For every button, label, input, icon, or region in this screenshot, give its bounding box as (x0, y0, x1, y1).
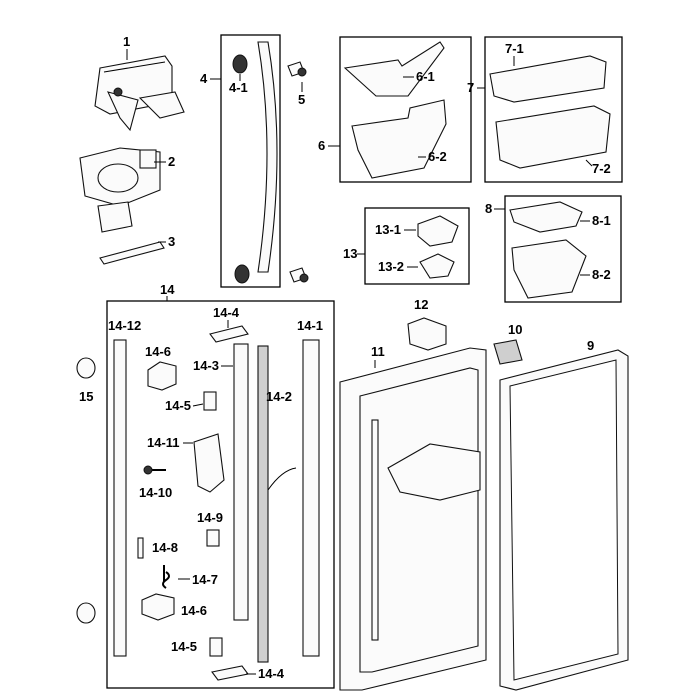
label-7-2: 7-2 (592, 161, 611, 176)
label-13-2: 13-2 (378, 259, 404, 274)
part-1-housing (94, 55, 185, 132)
part-14-9-clip (206, 529, 220, 547)
label-14: 14 (160, 282, 175, 297)
part-4-box (220, 34, 281, 288)
part-5-screw-top (287, 61, 307, 77)
part-14-4-cap-top (209, 325, 249, 343)
part-14-4-cap-bottom (211, 665, 249, 681)
label-7: 7 (467, 80, 474, 95)
label-8-2: 8-2 (592, 267, 611, 282)
part-5-screw-bottom (289, 267, 309, 283)
label-13-1: 13-1 (375, 222, 401, 237)
label-8-1: 8-1 (592, 213, 611, 228)
label-10: 10 (508, 322, 522, 337)
label-8: 8 (485, 201, 492, 216)
label-13: 13 (343, 246, 357, 261)
part-14-7-spring (162, 565, 170, 589)
label-14-6b: 14-6 (181, 603, 207, 618)
part-15-ring-top (76, 357, 96, 379)
label-5: 5 (298, 92, 305, 107)
label-12: 12 (414, 297, 428, 312)
label-6-2: 6-2 (428, 149, 447, 164)
label-14-3: 14-3 (193, 358, 219, 373)
label-14-10: 14-10 (139, 485, 172, 500)
label-14-2: 14-2 (266, 389, 292, 404)
part-7-1-tray (489, 55, 607, 103)
label-4-1: 4-1 (229, 80, 248, 95)
part-14-6-hinge-top (147, 361, 177, 391)
part-14-8-pin (137, 537, 144, 559)
label-1: 1 (123, 34, 130, 49)
label-14-6a: 14-6 (145, 344, 171, 359)
part-14-12-strip (113, 339, 127, 657)
part-3-strip (99, 241, 165, 265)
label-14-4b: 14-4 (258, 666, 285, 681)
part-13-box (364, 207, 470, 285)
part-2-ice-maker (79, 147, 161, 233)
label-14-5b: 14-5 (171, 639, 197, 654)
part-13-2-cap (419, 253, 455, 279)
part-4-handle (257, 41, 278, 273)
label-14-4a: 14-4 (213, 305, 240, 320)
label-3: 3 (168, 234, 175, 249)
label-11: 11 (371, 344, 385, 359)
part-14-5-clip-top (203, 391, 217, 411)
part-8-box (504, 195, 622, 303)
label-15: 15 (79, 389, 93, 404)
part-14-3-strip (233, 343, 249, 621)
part-14-2-heater (257, 345, 269, 663)
label-7-1: 7-1 (505, 41, 524, 56)
part-14-6-hinge-bottom (141, 593, 175, 621)
part-4-1-spring-top (232, 54, 248, 74)
label-14-7: 14-7 (192, 572, 218, 587)
part-14-box (106, 300, 335, 689)
part-10-clip (493, 339, 523, 365)
part-9-gasket (499, 349, 629, 691)
part-6-2-bin (351, 99, 447, 179)
part-6-box (339, 36, 472, 183)
part-14-10-screw (143, 465, 166, 475)
part-4-1-spring-bottom (234, 264, 250, 284)
label-6-1: 6-1 (416, 69, 435, 84)
label-4: 4 (200, 71, 208, 86)
part-15-ring-bottom (76, 602, 96, 624)
label-14-1: 14-1 (297, 318, 323, 333)
part-8-2-bin (511, 239, 587, 299)
part-14-1-strip (302, 339, 320, 657)
label-14-8: 14-8 (152, 540, 178, 555)
label-14-12: 14-12 (108, 318, 141, 333)
part-11-door (339, 347, 487, 691)
label-9: 9 (587, 338, 594, 353)
part-7-box (484, 36, 623, 183)
label-14-5a: 14-5 (165, 398, 191, 413)
part-6-1-tray (343, 41, 445, 97)
part-8-1-tray (509, 201, 583, 233)
part-7-2-bin (495, 105, 611, 169)
label-14-11: 14-11 (147, 435, 180, 450)
label-14-9: 14-9 (197, 510, 223, 525)
part-14-11-bracket (193, 433, 225, 493)
part-14-2-wire (267, 467, 297, 491)
label-6: 6 (318, 138, 325, 153)
label-2: 2 (168, 154, 175, 169)
part-13-1-cap (417, 215, 459, 247)
part-14-5-clip-bottom (209, 637, 223, 657)
part-12-bracket (407, 317, 447, 351)
